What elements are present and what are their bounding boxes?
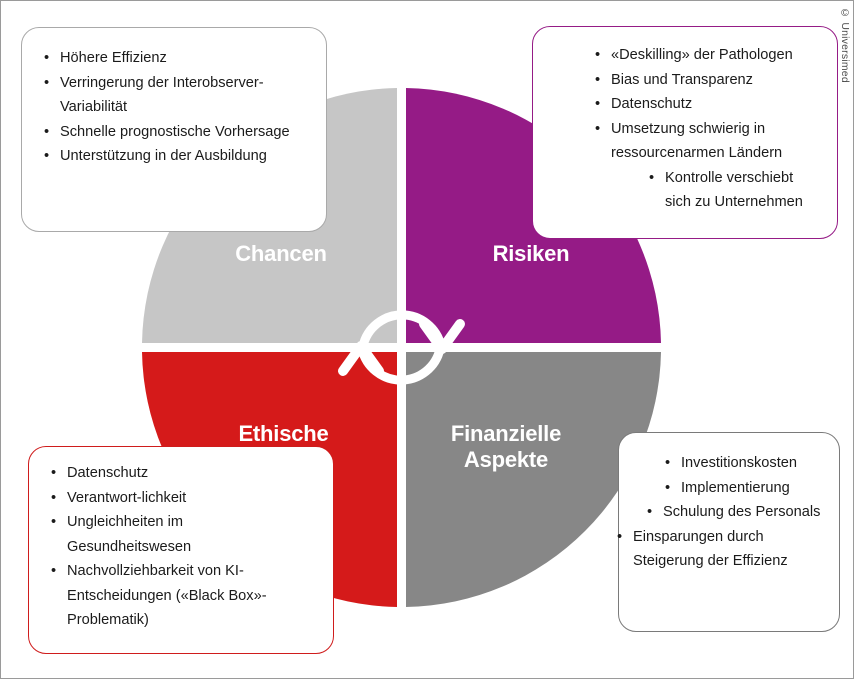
list-item: •Kontrolle verschiebt sich zu Unternehme…: [547, 166, 819, 215]
bullet-icon: •: [665, 479, 671, 496]
list-item: •Schnelle prognostische Vorhersage: [44, 120, 312, 145]
bullet-icon: •: [647, 504, 653, 521]
cycle-arrow-bottom-icon: [338, 341, 445, 385]
list-item: •Bias und Transparenz: [547, 68, 819, 93]
callout-finanzielle-aspekte-list: •Investitionskosten •Implementierung •Sc…: [617, 451, 825, 574]
list-item: •Implementierung: [633, 476, 825, 501]
bullet-icon: •: [44, 148, 50, 165]
list-item: •Ungleichheiten im Gesundheitswesen: [51, 510, 247, 559]
bullet-icon: •: [595, 47, 601, 63]
bullet-icon: •: [44, 74, 50, 91]
callout-risiken-list: •«Deskilling» der Pathologen •Bias und T…: [547, 43, 819, 215]
bullet-icon: •: [649, 169, 655, 186]
callout-finanzielle-aspekte[interactable]: •Investitionskosten •Implementierung •Sc…: [617, 432, 840, 632]
bullet-icon: •: [51, 465, 57, 481]
bullet-icon: •: [51, 489, 57, 506]
bullet-icon: •: [595, 71, 601, 88]
quadrant-label-chancen: Chancen: [235, 241, 327, 266]
list-item: •Investitionskosten: [633, 451, 825, 476]
list-item: •Schulung des Personals: [633, 500, 823, 525]
callout-risiken[interactable]: •«Deskilling» der Pathologen •Bias und T…: [532, 26, 838, 239]
list-item: •Höhere Effizienz: [44, 46, 312, 71]
bullet-icon: •: [665, 455, 671, 471]
list-item: •Nachvollziehbarkeit von KI-Entscheidung…: [51, 559, 282, 633]
list-item: •Datenschutz: [547, 92, 819, 117]
list-item: •Umsetzung schwierig in ressourcenarmen …: [547, 117, 819, 166]
list-item: •«Deskilling» der Pathologen: [547, 43, 819, 68]
quadrant-label-finanzielle-aspekte: Finanzielle Aspekte: [450, 421, 562, 472]
bullet-icon: •: [44, 50, 50, 66]
bullet-icon: •: [44, 123, 50, 140]
list-item: •Datenschutz: [51, 461, 319, 486]
callout-ethische-aspekte-list: •Datenschutz •Verantwort-lichkeit •Ungle…: [51, 461, 319, 633]
bullet-icon: •: [51, 514, 57, 531]
quadrant-label-risiken: Risiken: [492, 241, 570, 266]
list-item: •Verringerung der Interobserver-Variabil…: [44, 71, 312, 120]
list-item: •Einsparungen durch Steigerung der Effiz…: [617, 525, 825, 574]
list-item: •Verantwort-lichkeit: [51, 486, 187, 511]
bullet-icon: •: [595, 120, 601, 137]
quadrant-finanzielle-aspekte[interactable]: [406, 352, 661, 607]
bullet-icon: •: [51, 563, 57, 580]
list-item: •Unterstützung in der Ausbildung: [44, 144, 312, 169]
callout-ethische-aspekte[interactable]: •Datenschutz •Verantwort-lichkeit •Ungle…: [28, 446, 334, 654]
callout-chancen-list: •Höhere Effizienz •Verringerung der Inte…: [44, 46, 312, 169]
copyright-notice: © Universimed: [839, 7, 851, 83]
bullet-icon: •: [617, 528, 623, 545]
callout-chancen[interactable]: •Höhere Effizienz •Verringerung der Inte…: [21, 27, 327, 232]
bullet-icon: •: [595, 96, 601, 113]
